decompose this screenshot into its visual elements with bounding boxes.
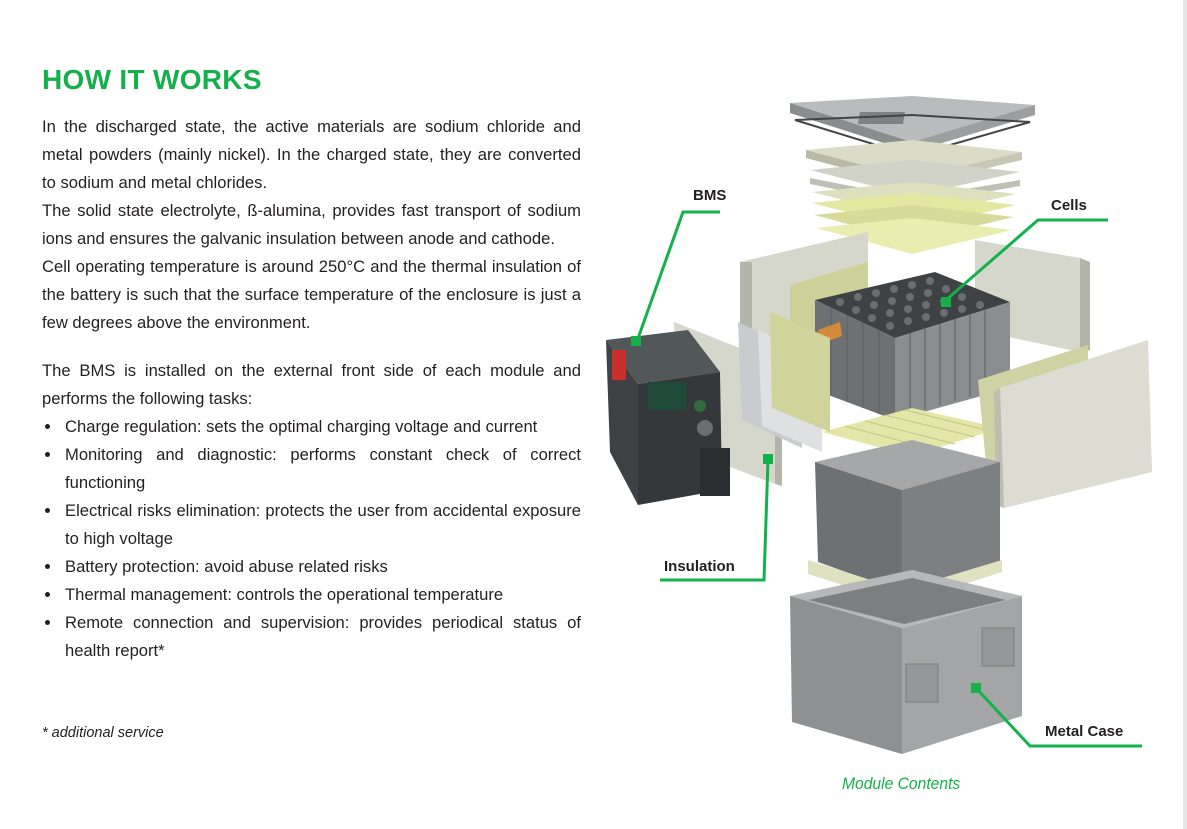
- callout-lines: [634, 210, 1142, 748]
- label-cells: Cells: [1051, 197, 1087, 214]
- footnote: * additional service: [42, 725, 164, 741]
- label-metal-case: Metal Case: [1045, 723, 1124, 740]
- list-item: Monitoring and diagnostic: performs cons…: [42, 441, 581, 497]
- insulation-callout-line: [660, 459, 770, 582]
- paragraph-temperature: Cell operating temperature is around 250…: [42, 257, 581, 332]
- list-item: Remote connection and supervision: provi…: [42, 609, 581, 665]
- bms-unit: [606, 330, 730, 505]
- label-bms: BMS: [693, 187, 727, 204]
- list-item: Electrical risks elimination: protects t…: [42, 497, 581, 553]
- list-item: Charge regulation: sets the optimal char…: [42, 413, 581, 441]
- bms-task-list: Charge regulation: sets the optimal char…: [42, 413, 581, 665]
- cells-callout-line: [945, 218, 1108, 302]
- diagram-caption: Module Contents: [842, 774, 961, 793]
- paragraph-bms-intro: The BMS is installed on the external fro…: [42, 361, 581, 408]
- insulation-stack: [806, 140, 1022, 254]
- module-exploded-diagram: [606, 96, 1152, 754]
- inner-box: [808, 440, 1002, 604]
- list-item: Thermal management: controls the operati…: [42, 581, 581, 609]
- label-insulation: Insulation: [664, 558, 735, 575]
- bottom-insulation-sheet: [822, 408, 1000, 456]
- page-edge: [1183, 0, 1187, 829]
- callout-markers: [631, 297, 981, 693]
- metal-case: [790, 570, 1022, 754]
- list-item: Battery protection: avoid abuse related …: [42, 553, 581, 581]
- body-text: In the discharged state, the active mate…: [42, 113, 581, 665]
- bms-callout-line: [634, 210, 720, 345]
- page-title: HOW IT WORKS: [42, 64, 262, 95]
- paragraph-discharged-state: In the discharged state, the active mate…: [42, 117, 581, 192]
- metal-case-callout-line: [974, 686, 1142, 748]
- paragraph-electrolyte: The solid state electrolyte, ß-alumina, …: [42, 201, 581, 248]
